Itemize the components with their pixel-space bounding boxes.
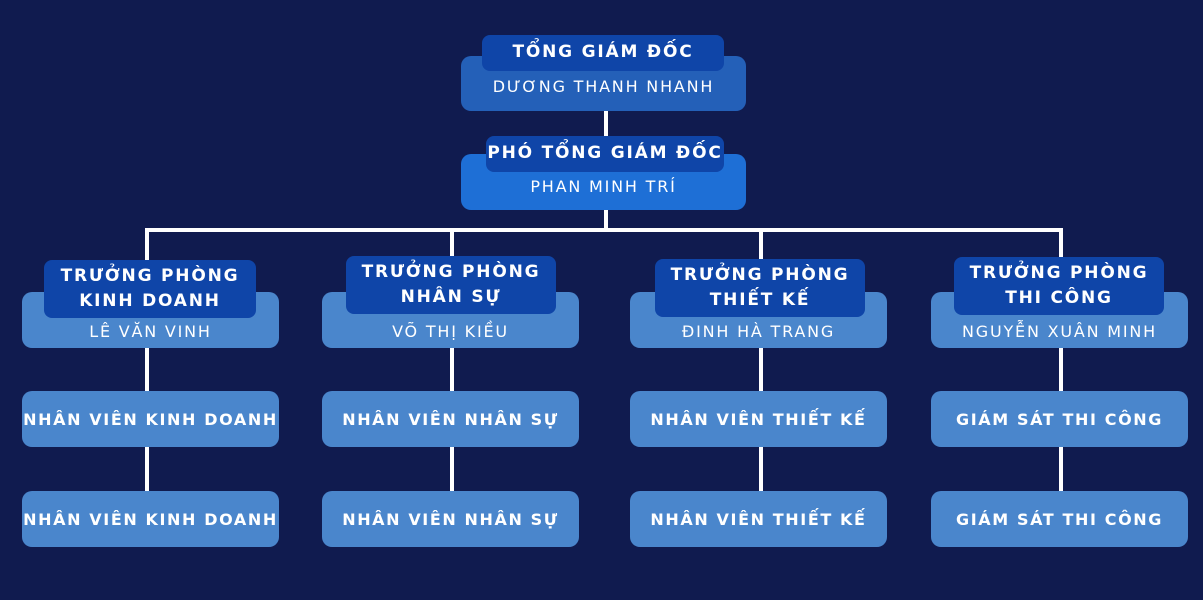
dept-1-staff-2: NHÂN VIÊN KINH DOANH <box>22 491 279 547</box>
dept-1-staff-1: NHÂN VIÊN KINH DOANH <box>22 391 279 447</box>
dept-3-title-line2: THIẾT KẾ <box>709 290 811 310</box>
connector-bus-dept-4 <box>1059 228 1063 260</box>
connector-bus-dept-3 <box>759 228 763 262</box>
dept-2-staff-2: NHÂN VIÊN NHÂN SỰ <box>322 491 579 547</box>
dept-3-title-line1: TRƯỞNG PHÒNG <box>670 264 850 285</box>
dept-2-staff-1-label: NHÂN VIÊN NHÂN SỰ <box>342 409 559 429</box>
dept-1-title-line1: TRƯỞNG PHÒNG <box>60 265 240 286</box>
ceo-name: DƯƠNG THANH NHANH <box>492 77 715 96</box>
dept-4-staff-1-label: GIÁM SÁT THI CÔNG <box>955 409 1163 429</box>
dept-1-staff-1-label: NHÂN VIÊN KINH DOANH <box>23 409 278 429</box>
dept-3-staff-1: NHÂN VIÊN THIẾT KẾ <box>630 391 887 447</box>
dept-1-staff-2-label: NHÂN VIÊN KINH DOANH <box>23 509 278 529</box>
dept-2-staff-1: NHÂN VIÊN NHÂN SỰ <box>322 391 579 447</box>
connector-bus-dept-2 <box>450 228 454 260</box>
dept-3-manager-name: ĐINH HÀ TRANG <box>681 321 836 341</box>
deputy-title-tag: PHÓ TỔNG GIÁM ĐỐC <box>486 136 724 172</box>
connector-deputy-bus <box>604 210 608 232</box>
connector-ceo-deputy <box>604 110 608 158</box>
dept-2-title-tag: TRƯỞNG PHÒNG NHÂN SỰ <box>346 256 556 314</box>
dept-4-title-line1: TRƯỞNG PHÒNG <box>969 262 1149 283</box>
dept-2-staff-2-label: NHÂN VIÊN NHÂN SỰ <box>342 509 559 529</box>
deputy-title: PHÓ TỔNG GIÁM ĐỐC <box>487 143 723 164</box>
dept-2-title-line2: NHÂN SỰ <box>400 287 502 307</box>
connector-horizontal-bus <box>145 228 1063 232</box>
dept-4-title-tag: TRƯỞNG PHÒNG THI CÔNG <box>954 257 1164 315</box>
dept-2-title-line1: TRƯỞNG PHÒNG <box>361 261 541 282</box>
deputy-name: PHAN MINH TRÍ <box>530 176 677 196</box>
dept-3-title-tag: TRƯỞNG PHÒNG THIẾT KẾ <box>655 259 865 317</box>
dept-1-manager-name: LÊ VĂN VINH <box>89 321 212 341</box>
dept-4-staff-1: GIÁM SÁT THI CÔNG <box>931 391 1188 447</box>
dept-4-manager-name: NGUYỄN XUÂN MINH <box>961 321 1157 341</box>
ceo-title: TỔNG GIÁM ĐỐC <box>512 42 694 63</box>
dept-3-staff-2-label: NHÂN VIÊN THIẾT KẾ <box>650 509 867 529</box>
dept-1-title-tag: TRƯỞNG PHÒNG KINH DOANH <box>44 260 256 318</box>
dept-4-staff-2-label: GIÁM SÁT THI CÔNG <box>955 509 1163 529</box>
dept-3-staff-2: NHÂN VIÊN THIẾT KẾ <box>630 491 887 547</box>
dept-1-title-line2: KINH DOANH <box>79 291 221 311</box>
dept-3-staff-1-label: NHÂN VIÊN THIẾT KẾ <box>650 409 867 429</box>
dept-4-staff-2: GIÁM SÁT THI CÔNG <box>931 491 1188 547</box>
connector-bus-dept-1 <box>145 228 149 264</box>
ceo-title-tag: TỔNG GIÁM ĐỐC <box>482 35 724 71</box>
dept-4-title-line2: THI CÔNG <box>1005 288 1113 308</box>
dept-2-manager-name: VÕ THỊ KIỀU <box>392 321 509 341</box>
